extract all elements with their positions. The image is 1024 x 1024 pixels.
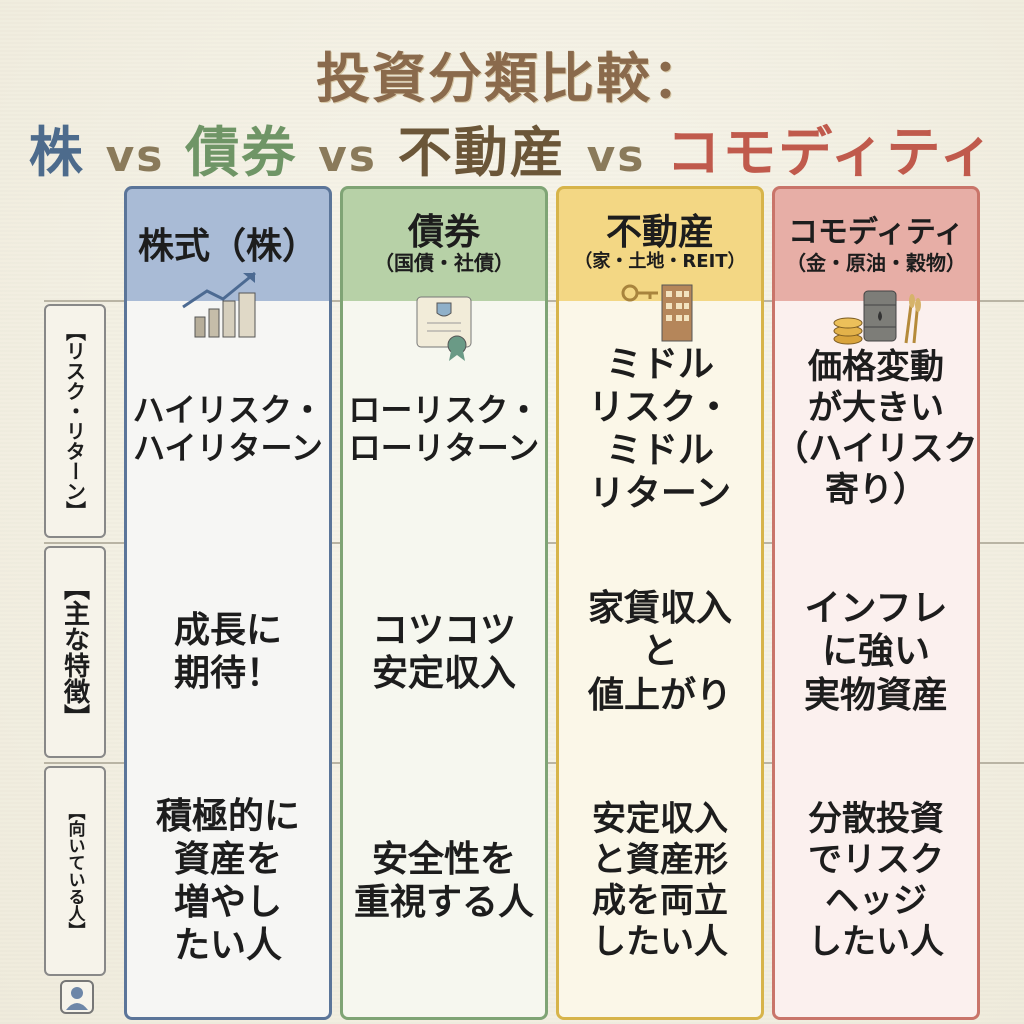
cell-realestate-risk: ミドル リスク・ ミドル リターン [588, 343, 732, 515]
column-subtitle: （国債・社債） [374, 251, 514, 275]
cell-realestate-features: 家賃収入 と 値上がり [587, 588, 732, 716]
person-icon [60, 980, 94, 1014]
column-stocks: 株式（株） [124, 186, 332, 1020]
cell-bonds-suited: 安全性を 重視する人 [353, 838, 534, 923]
column-subtitle: （金・原油・穀物） [786, 251, 966, 275]
title-vs: vs [318, 131, 377, 182]
column-title: コモディティ [787, 215, 965, 250]
column-commodity: コモディティ （金・原油・穀物） [772, 186, 980, 1020]
certificate-scroll-icon [399, 293, 489, 367]
page-title: 投資分類比較： [316, 47, 708, 110]
title-asset-realestate: 不動産 [397, 121, 566, 184]
cell-stocks-suited: 積極的に 資産を 増やし たい人 [155, 795, 300, 967]
row-label-risk-text: 【リスク・リターン】 [62, 321, 87, 521]
title-asset-commodity: コモディティ [666, 121, 996, 184]
cell-commodity-suited: 分散投資 でリスク ヘッジ したい人 [808, 799, 944, 962]
cell-stocks-features: 成長に 期待！ [173, 609, 282, 694]
row-label-features: 【主な特徴】 [44, 546, 106, 758]
gold-oil-grain-icon [826, 281, 926, 355]
cell-stocks-risk: ハイリスク・ ハイリターン [132, 390, 324, 467]
column-subtitle: （家・土地・REIT） [574, 251, 746, 272]
cell-bonds-risk: ローリスク・ ローリターン [348, 390, 540, 467]
title-asset-bonds: 債券 [185, 121, 298, 184]
column-realestate: 不動産 （家・土地・REIT） [556, 186, 764, 1020]
column-title: 不動産 [605, 212, 714, 253]
column-bonds: 債券 （国債・社債） [340, 186, 548, 1020]
cell-bonds-features: コツコツ 安定収入 [371, 609, 516, 694]
title-vs: vs [586, 131, 646, 182]
rising-chart-buildings-icon [173, 261, 283, 345]
row-label-suited-text: 【向いている人】 [64, 803, 85, 939]
cell-commodity-risk: 価格変動 が大きい （ハイリスク 寄り） [774, 347, 978, 510]
cell-commodity-features: インフレ に強い 実物資産 [803, 588, 948, 716]
title-vs: vs [105, 131, 165, 182]
title-asset-stocks: 株 [28, 121, 85, 184]
page-subtitle: 株 vs 債券 vs 不動産 vs コモディティ [0, 108, 1024, 187]
column-title: 債券 [407, 212, 480, 253]
key-building-icon [610, 281, 710, 349]
column-title: 株式（株） [137, 226, 318, 267]
cell-realestate-suited: 安定収入 と資産形 成を両立 したい人 [592, 799, 728, 962]
row-label-risk: 【リスク・リターン】 [44, 304, 106, 538]
row-label-suited: 【向いている人】 [44, 766, 106, 976]
row-label-features-text: 【主な特徴】 [59, 574, 90, 730]
